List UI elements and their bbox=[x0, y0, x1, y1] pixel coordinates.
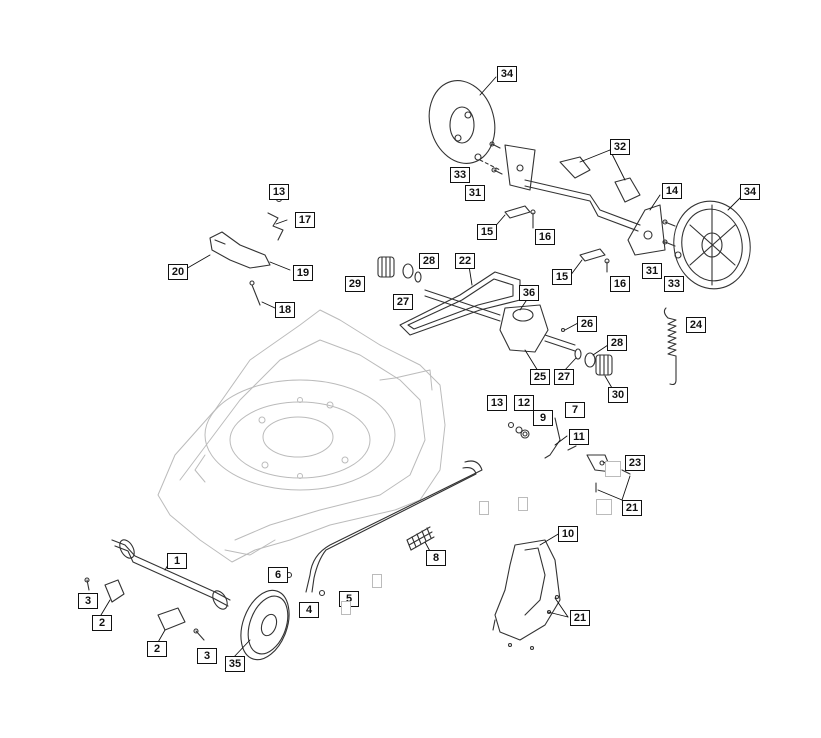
bolts-upper bbox=[474, 141, 682, 259]
callout-31: 31 bbox=[465, 185, 485, 201]
empty-placeholder-box bbox=[596, 499, 612, 515]
gears-left bbox=[377, 256, 422, 283]
callout-31: 31 bbox=[642, 263, 662, 279]
leader-lines bbox=[97, 76, 743, 659]
callout-27: 27 bbox=[554, 369, 574, 385]
callout-13: 13 bbox=[487, 395, 507, 411]
callout-17: 17 bbox=[295, 212, 315, 228]
callout-32: 32 bbox=[610, 139, 630, 155]
callout-3: 3 bbox=[197, 648, 217, 664]
callout-13: 13 bbox=[269, 184, 289, 200]
empty-placeholder-box bbox=[518, 497, 528, 511]
callout-12: 12 bbox=[514, 395, 534, 411]
callout-19: 19 bbox=[293, 265, 313, 281]
rear-cover bbox=[492, 539, 561, 651]
callout-15: 15 bbox=[477, 224, 497, 240]
front-brackets bbox=[84, 577, 205, 641]
callout-21: 21 bbox=[622, 500, 642, 516]
callout-35: 35 bbox=[225, 656, 245, 672]
callout-28: 28 bbox=[419, 253, 439, 269]
callout-7: 7 bbox=[565, 402, 585, 418]
callout-16: 16 bbox=[535, 229, 555, 245]
rear-axle-assembly bbox=[479, 144, 666, 256]
gears-right bbox=[574, 348, 613, 376]
callout-26: 26 bbox=[577, 316, 597, 332]
callout-1: 1 bbox=[167, 553, 187, 569]
callout-18: 18 bbox=[275, 302, 295, 318]
callout-4: 4 bbox=[299, 602, 319, 618]
empty-placeholder-box bbox=[605, 461, 621, 477]
callout-28: 28 bbox=[607, 335, 627, 351]
callout-33: 33 bbox=[664, 276, 684, 292]
callout-11: 11 bbox=[569, 429, 589, 445]
callout-21: 21 bbox=[570, 610, 590, 626]
callout-3: 3 bbox=[78, 593, 98, 609]
spring-right bbox=[663, 307, 677, 386]
callout-36: 36 bbox=[519, 285, 539, 301]
clips bbox=[504, 205, 610, 273]
callout-34: 34 bbox=[497, 66, 517, 82]
callout-16: 16 bbox=[610, 276, 630, 292]
callout-20: 20 bbox=[168, 264, 188, 280]
callout-23: 23 bbox=[625, 455, 645, 471]
callout-6: 6 bbox=[268, 567, 288, 583]
callout-34: 34 bbox=[740, 184, 760, 200]
callout-14: 14 bbox=[662, 183, 682, 199]
empty-placeholder-box bbox=[341, 601, 351, 615]
callout-30: 30 bbox=[608, 387, 628, 403]
callout-24: 24 bbox=[686, 317, 706, 333]
empty-placeholder-box bbox=[372, 574, 382, 588]
small-parts-mid bbox=[507, 417, 631, 493]
front-wheel bbox=[240, 589, 290, 661]
front-axle bbox=[111, 539, 231, 610]
callout-33: 33 bbox=[450, 167, 470, 183]
callout-9: 9 bbox=[533, 410, 553, 426]
callout-22: 22 bbox=[455, 253, 475, 269]
callout-8: 8 bbox=[426, 550, 446, 566]
wheel-cover-top bbox=[428, 80, 496, 164]
wheel-cover-right bbox=[673, 200, 751, 290]
callout-15: 15 bbox=[552, 269, 572, 285]
callout-27: 27 bbox=[393, 294, 413, 310]
drive-lever-group bbox=[209, 195, 284, 306]
callout-2: 2 bbox=[147, 641, 167, 657]
callout-10: 10 bbox=[558, 526, 578, 542]
callout-29: 29 bbox=[345, 276, 365, 292]
callout-25: 25 bbox=[530, 369, 550, 385]
empty-placeholder-box bbox=[479, 501, 489, 515]
gearbox bbox=[424, 289, 576, 353]
mower-deck bbox=[157, 309, 446, 563]
spring-mid bbox=[406, 526, 435, 551]
height-adjust-rod bbox=[285, 460, 483, 597]
callout-2: 2 bbox=[92, 615, 112, 631]
